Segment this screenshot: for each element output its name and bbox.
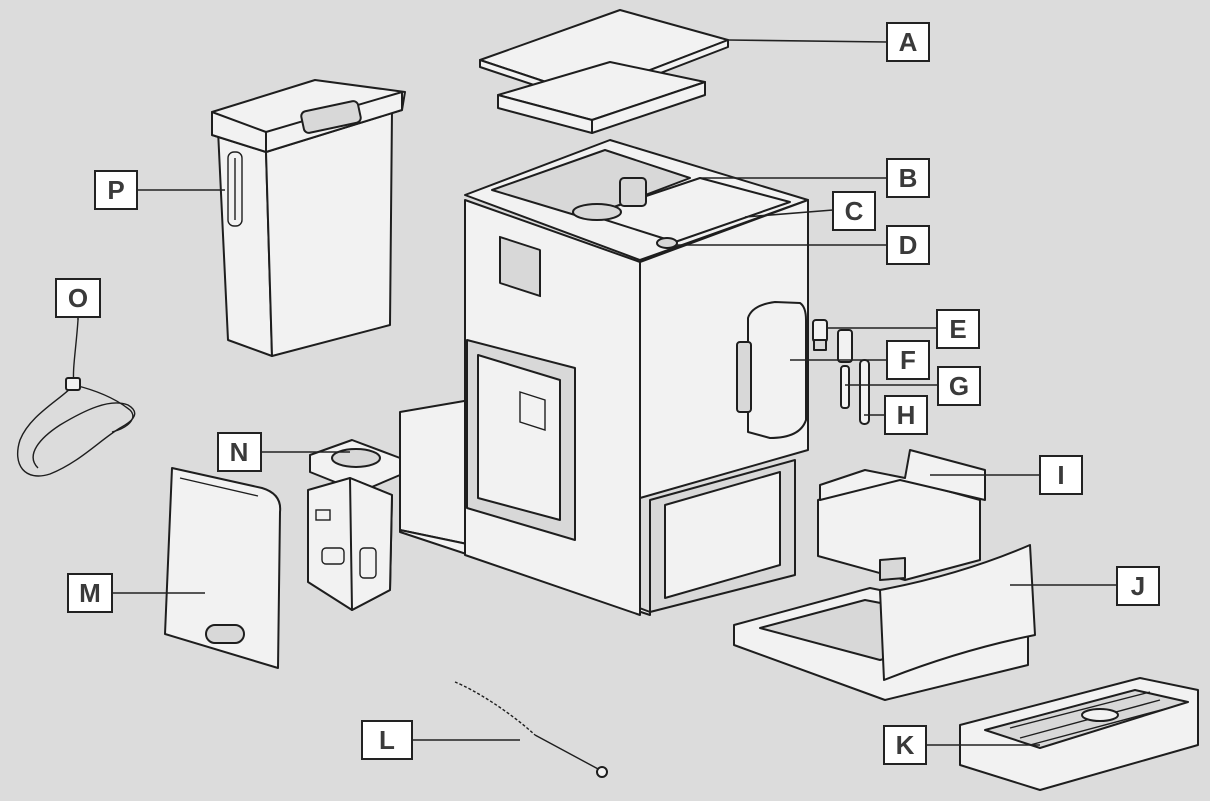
label-c: C: [832, 191, 876, 231]
label-i: I: [1039, 455, 1083, 495]
svg-text:I: I: [1057, 460, 1064, 490]
part-power-cord: [16, 319, 136, 477]
label-j: J: [1116, 566, 1160, 606]
part-lid: [479, 9, 729, 134]
label-o: O: [55, 278, 101, 318]
svg-text:C: C: [845, 196, 864, 226]
part-brew-unit: [307, 439, 401, 611]
svg-text:L: L: [379, 725, 395, 755]
label-p: P: [94, 170, 138, 210]
part-water-tank: [211, 79, 406, 357]
part-drip-grate: [959, 677, 1199, 791]
svg-text:G: G: [949, 371, 969, 401]
part-side-door: [164, 467, 282, 669]
part-grounds-container: [817, 449, 986, 581]
part-machine-body: [399, 139, 809, 616]
svg-text:B: B: [899, 163, 918, 193]
label-h: H: [884, 395, 928, 435]
label-n: N: [217, 432, 262, 472]
part-nozzle-e: [812, 319, 828, 351]
svg-text:O: O: [68, 283, 88, 313]
part-nozzle-f: [837, 329, 853, 363]
svg-text:F: F: [900, 345, 916, 375]
svg-text:K: K: [896, 730, 915, 760]
label-m: M: [67, 573, 113, 613]
svg-text:P: P: [107, 175, 124, 205]
label-k: K: [883, 725, 927, 765]
label-l: L: [361, 720, 413, 760]
svg-text:E: E: [949, 314, 966, 344]
svg-text:J: J: [1131, 571, 1145, 601]
svg-text:H: H: [897, 400, 916, 430]
label-f: F: [886, 340, 930, 380]
svg-text:A: A: [899, 27, 918, 57]
svg-text:M: M: [79, 578, 101, 608]
part-tube-g: [840, 365, 850, 409]
svg-text:N: N: [230, 437, 249, 467]
label-a: A: [886, 22, 930, 62]
label-d: D: [886, 225, 930, 265]
label-g: G: [937, 366, 981, 406]
label-e: E: [936, 309, 980, 349]
label-b: B: [886, 158, 930, 198]
part-drip-tray: [733, 544, 1036, 701]
svg-text:D: D: [899, 230, 918, 260]
part-cleaning-brush: [454, 681, 608, 778]
leader-lines: [77, 39, 1117, 746]
